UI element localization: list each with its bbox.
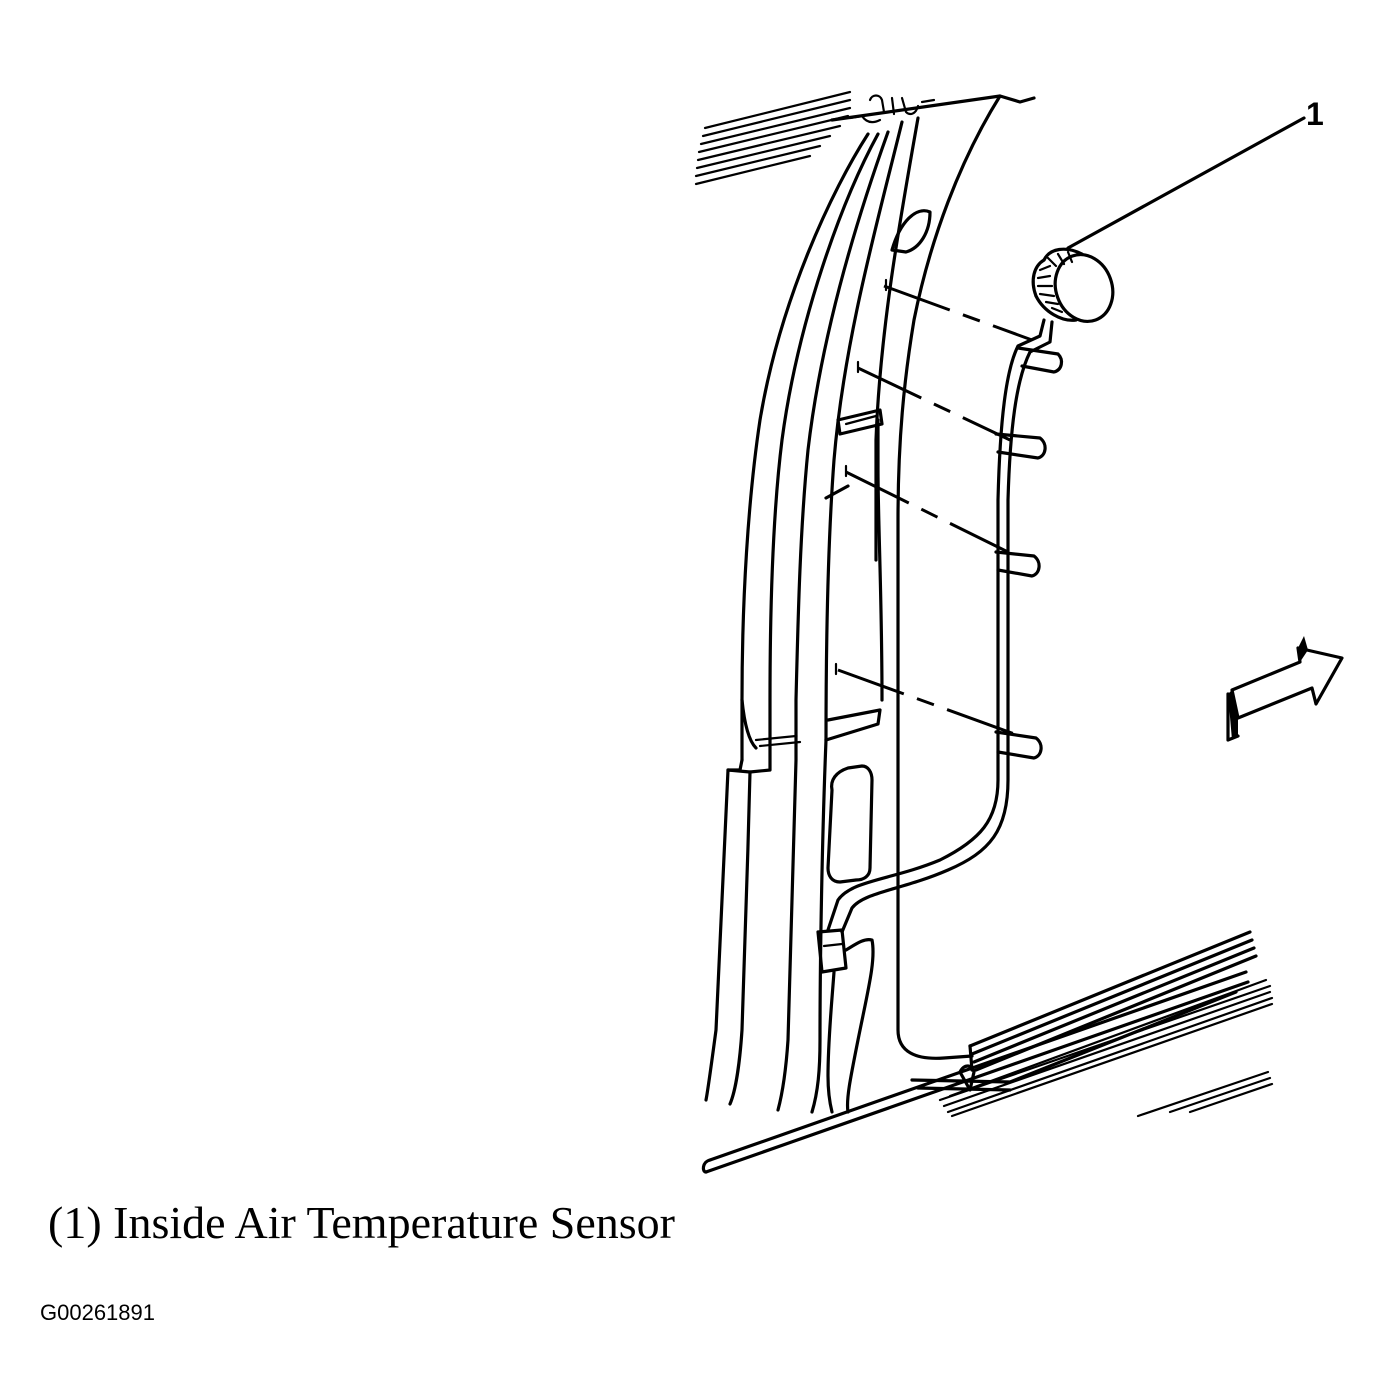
callout-number-1: 1 [1306,96,1324,132]
pillar-trim [740,94,1002,1060]
figure-id: G00261891 [40,1300,155,1325]
inside-air-temperature-sensor [1031,247,1115,323]
lower-pillar [704,698,882,1114]
roof-rail-hatching [694,90,852,186]
floor-hatching [1136,1070,1274,1118]
pillar-openings [824,209,932,884]
rocker-sill [701,930,1274,1174]
roof-edge [830,94,1036,124]
callout-leader-line [1066,116,1306,250]
fastener-leaders [834,278,1033,738]
figure-caption: (1) Inside Air Temperature Sensor [48,1197,675,1248]
forward-direction-arrow [1226,636,1344,742]
sensor-wiring-harness [816,318,1064,1114]
